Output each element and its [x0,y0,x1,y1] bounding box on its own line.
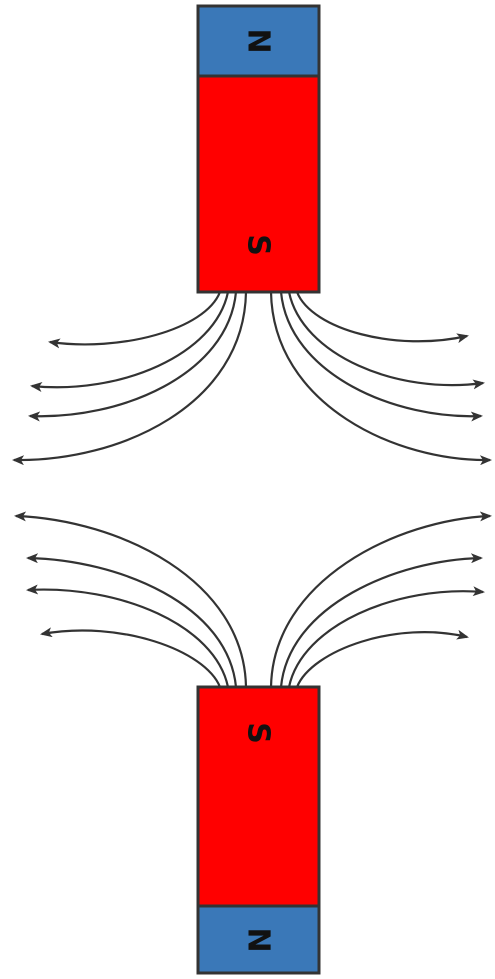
field-line-arrowhead-icon [30,291,230,392]
bottom-magnet-north-label: N [241,927,276,952]
field-line-arrowhead-icon [14,511,248,688]
field-line-arrowhead-icon [287,586,485,688]
bottom-field-lines [14,511,492,688]
bottom-magnet-south-pole [196,685,321,908]
top-magnet-north-pole [196,4,321,78]
field-line-arrowhead-icon [287,291,485,390]
field-line-arrowhead-icon [48,291,222,349]
field-line-arrowhead-icon [26,553,238,688]
field-line-arrowhead-icon [28,291,238,422]
field-line-arrowhead-icon [295,291,469,344]
top-magnet-south-label: S [241,234,276,256]
field-line-arrowhead-icon [269,511,492,688]
field-line-arrowhead-icon [295,629,469,688]
field-line-arrowhead-icon [279,291,483,422]
top-magnet-south-pole [196,74,321,294]
field-line-arrowhead-icon [279,553,483,688]
field-line-arrowhead-icon [26,584,230,688]
top-magnet: N S [196,4,321,294]
field-line-arrowhead-icon [40,627,222,688]
top-field-lines [12,291,492,466]
bottom-magnet-north-pole [196,904,321,975]
bottom-magnet-south-label: S [241,722,276,744]
top-magnet-north-label: N [241,28,276,53]
field-line-arrowhead-icon [12,291,248,466]
field-line-arrowhead-icon [269,291,492,466]
bottom-magnet: S N [196,685,321,975]
